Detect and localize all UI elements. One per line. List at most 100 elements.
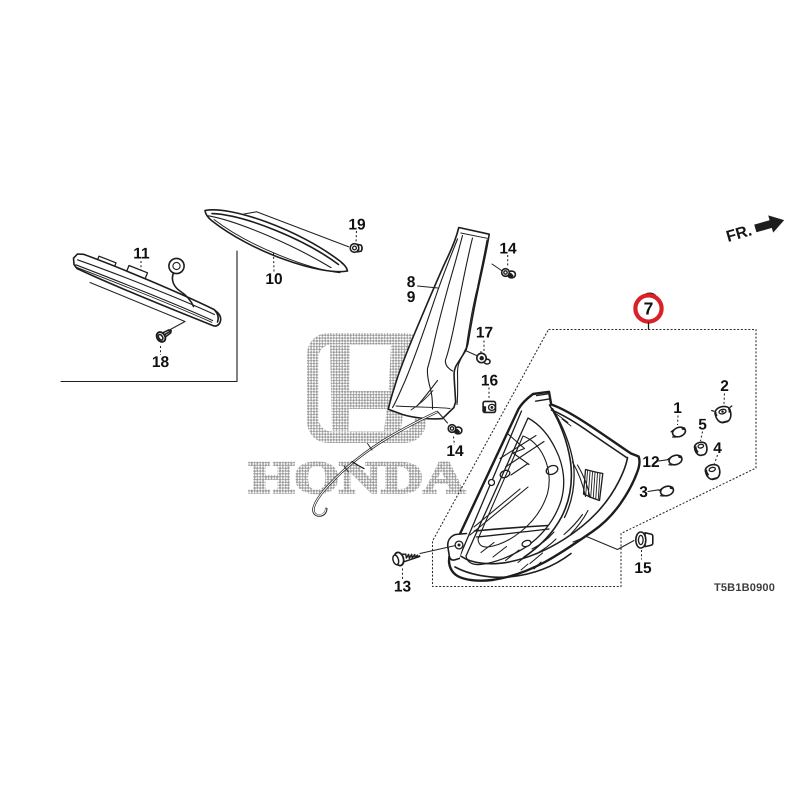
- part-11-wire-grommet: [168, 257, 185, 275]
- callout-9: 9: [407, 289, 416, 306]
- part-glyph: [702, 462, 723, 483]
- part-glyph: [634, 531, 654, 549]
- tick-12: [657, 459, 668, 462]
- part-16-nut: [482, 400, 497, 414]
- drawing-path: [341, 262, 348, 271]
- part-8-9-rod: [312, 410, 439, 517]
- part-14-clip-upper: [500, 267, 517, 279]
- drawing-path: [351, 460, 365, 470]
- callout-7: 7: [644, 299, 654, 319]
- drawing-path: [556, 413, 572, 427]
- part-12-bulb: [666, 452, 685, 468]
- tick-3: [647, 489, 660, 493]
- drawing-path: [207, 215, 332, 269]
- leader-line-17: [465, 350, 478, 357]
- leader-line-15: [572, 535, 635, 551]
- drawing-path: [507, 433, 530, 466]
- callout-14-lower: 14: [446, 443, 464, 460]
- drawing-path: [312, 411, 438, 516]
- drawing-path: [499, 434, 545, 476]
- callout-1: 1: [673, 400, 682, 417]
- part-8-9-pillar-garnish: [387, 226, 490, 420]
- drawing-path: [72, 253, 222, 327]
- drawing-path: [391, 238, 459, 409]
- part-glyph: [669, 424, 689, 440]
- drawing-path: [454, 552, 572, 579]
- leader-line-14-upper: [491, 263, 503, 272]
- tick-19: [355, 230, 358, 243]
- drawing-circle: [172, 261, 181, 271]
- drawing-path: [426, 234, 464, 410]
- drawing-path: [469, 486, 529, 536]
- drawing-path: [571, 461, 587, 498]
- callout-17: 17: [476, 325, 493, 342]
- callout-11: 11: [133, 246, 150, 263]
- front-direction-indicator: FR.: [724, 215, 785, 246]
- part-glyph: [482, 400, 497, 414]
- part-2-socket: [710, 403, 737, 426]
- drawing-path: [534, 392, 552, 402]
- drawing-path: [214, 309, 219, 323]
- part-10-spoiler-garnish: [204, 209, 349, 274]
- part-glyph: [390, 545, 422, 569]
- callout-5: 5: [698, 417, 707, 434]
- part-7-taillight-assembly: [446, 390, 641, 582]
- part-glyph: [710, 403, 737, 426]
- part-17-screw-grommet: [475, 350, 491, 365]
- callout-4: 4: [713, 440, 722, 457]
- leader-line-11-bottom: [89, 281, 186, 323]
- fr-arrow-icon: [754, 215, 785, 233]
- part-glyph: [666, 452, 685, 468]
- callout-18: 18: [152, 354, 170, 371]
- part-1-bulb: [669, 424, 689, 440]
- drawing-circle: [487, 478, 496, 487]
- drawing-path: [211, 212, 340, 266]
- drawing-path: [480, 541, 544, 565]
- leader-line-18: [167, 320, 186, 332]
- drawing-path: [585, 470, 601, 500]
- drawing-path: [550, 409, 628, 459]
- drawing-ellipse: [499, 469, 511, 479]
- tick-14-lower: [452, 436, 456, 446]
- part-14-clip-lower: [447, 423, 463, 435]
- part-19-nut: [349, 242, 363, 254]
- part-4-socket: [702, 462, 723, 483]
- leader-line-13: [419, 544, 457, 555]
- drawing-path: [75, 264, 214, 322]
- part-glyph: [349, 242, 363, 254]
- drawing-circle: [457, 543, 461, 547]
- callout-12: 12: [642, 454, 659, 471]
- drawing-path: [563, 509, 589, 536]
- drawing-path: [395, 405, 451, 409]
- drawing-path: [473, 524, 549, 532]
- tick-4: [714, 454, 718, 464]
- part-glyph: [657, 483, 676, 499]
- drawing-code: T5B1B0900: [714, 582, 775, 594]
- part-11-high-mount-stoplight: [72, 253, 222, 327]
- taillight-group-boundary: [431, 328, 757, 588]
- drawing-path: [213, 219, 341, 274]
- tick-2: [723, 393, 726, 405]
- tick-8-9: [416, 285, 439, 289]
- drawing-ellipse: [521, 539, 532, 548]
- part-15-grommet: [634, 531, 654, 549]
- callout-2: 2: [720, 378, 729, 395]
- part-glyph: [447, 423, 463, 435]
- tick-5: [699, 431, 704, 442]
- part-5-socket: [692, 440, 710, 458]
- fr-label: FR.: [724, 222, 753, 245]
- drawing-ellipse: [545, 464, 559, 476]
- callout-13: 13: [394, 579, 412, 596]
- part-glyph: [475, 350, 491, 365]
- callout-19: 19: [348, 217, 366, 234]
- drawing-path: [444, 237, 474, 372]
- part-13-screw: [390, 545, 422, 569]
- callout-10: 10: [265, 271, 282, 288]
- drawing-path: [477, 435, 550, 548]
- part-glyph: [500, 267, 517, 279]
- drawing-path: [475, 528, 550, 538]
- drawing-path: [410, 390, 434, 411]
- drawing-line: [343, 465, 349, 473]
- taillight-outline: [447, 390, 641, 582]
